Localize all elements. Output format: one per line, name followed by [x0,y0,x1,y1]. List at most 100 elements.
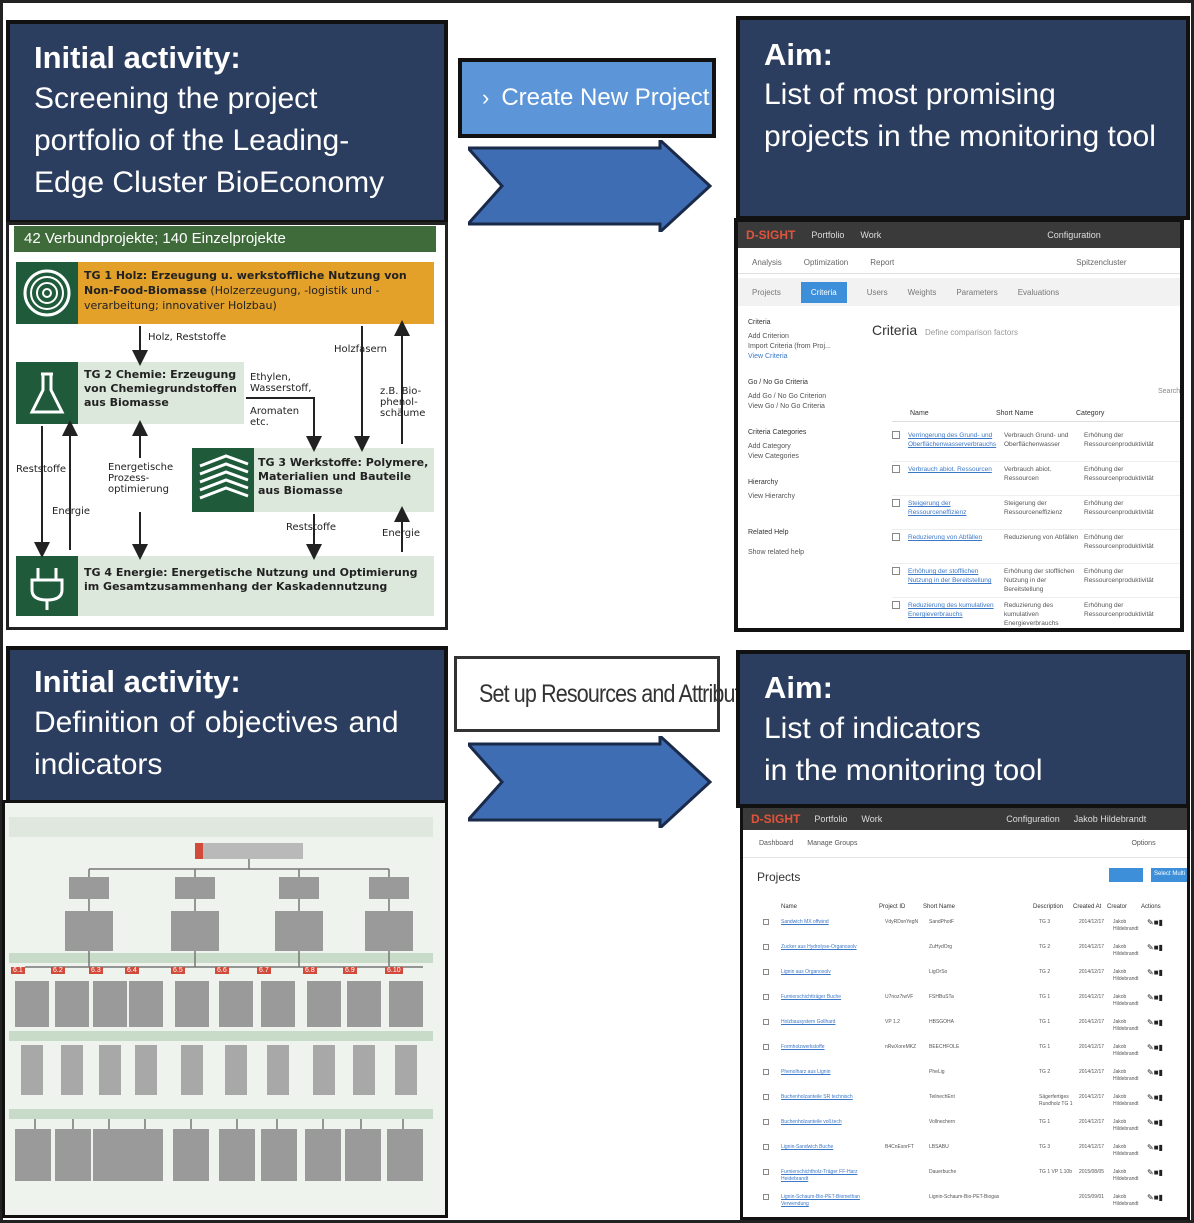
col-name-2[interactable]: Name [781,904,798,910]
criteria-name[interactable]: Reduzierung von Abfällen [908,534,983,541]
menu-configuration-2[interactable]: Configuration [1006,814,1060,824]
row-actions-icon[interactable]: ✎■▮ [1147,1043,1163,1052]
step-parameters[interactable]: Parameters [956,287,998,297]
col-project-id[interactable]: Project ID [879,904,906,910]
subnav-manage-groups[interactable]: Manage Groups [807,840,858,847]
row-actions-icon[interactable]: ✎■▮ [1147,968,1163,977]
row-actions-icon[interactable]: ✎■▮ [1147,1143,1163,1152]
step-weights[interactable]: Weights [907,287,937,297]
subnav-analysis[interactable]: Analysis [752,258,782,267]
col-created[interactable]: Created At [1073,904,1102,910]
col-category[interactable]: Category [1076,410,1105,417]
row-checkbox[interactable] [892,431,900,439]
sidebar-link[interactable]: View Go / No Go Criteria [748,403,825,410]
row-actions-icon[interactable]: ✎■▮ [1147,918,1163,927]
menu-portfolio-2[interactable]: Portfolio [814,814,848,824]
col-actions[interactable]: Actions [1141,904,1161,910]
step-evaluations[interactable]: Evaluations [1017,287,1060,297]
sidebar-link[interactable]: Add Criterion [748,333,789,340]
project-name[interactable]: Furnierschichtträger Buche [781,994,842,1000]
sidebar-link[interactable]: View Hierarchy [748,493,795,500]
col-name[interactable]: Name [910,410,929,417]
row-checkbox[interactable] [763,1094,769,1100]
col-description[interactable]: Description [1033,904,1064,910]
sidebar-link[interactable]: View Categories [748,453,799,460]
criteria-name[interactable]: Erhöhung der stofflichen Nutzung in der … [908,568,992,584]
project-row[interactable]: Furnierschichtholz-Träger FF-Harz Heideb… [763,1166,1187,1191]
row-checkbox[interactable] [763,1069,769,1075]
criteria-name[interactable]: Reduzierung des kumulativen Energieverbr… [908,602,994,618]
subnav-optimization[interactable]: Optimization [803,258,849,267]
row-checkbox[interactable] [892,601,900,609]
subnav-report[interactable]: Report [870,258,895,267]
row-checkbox[interactable] [763,1019,769,1025]
row-checkbox[interactable] [892,499,900,507]
subnav-spitzencluster[interactable]: Spitzencluster [1076,258,1127,267]
sidebar-link[interactable]: Add Category [748,443,791,450]
criteria-name[interactable]: Verbrauch abiot. Ressourcen [908,466,992,473]
create-new-project-button[interactable]: › Create New Project [458,58,716,138]
set-up-resources-button[interactable]: Set up Resources and Attributes [454,656,762,732]
row-actions-icon[interactable]: ✎■▮ [1147,993,1163,1002]
menu-configuration[interactable]: Configuration [1047,230,1101,240]
criteria-name[interactable]: Verringerung des Grund- und Oberflächenw… [908,432,997,448]
project-name[interactable]: Phenolharz aus Lignin [781,1069,831,1075]
criteria-name[interactable]: Steigerung der Ressourceneffizienz [908,500,967,516]
menu-work[interactable]: Work [860,230,882,240]
col-short-name[interactable]: Short Name [923,904,956,910]
row-checkbox[interactable] [763,1044,769,1050]
row-actions-icon[interactable]: ✎■▮ [1147,1018,1163,1027]
row-actions-icon[interactable]: ✎■▮ [1147,1193,1163,1202]
project-name[interactable]: Zucker aus Hydrolyse-Organosolv [781,944,857,950]
row-checkbox[interactable] [763,994,769,1000]
project-name[interactable]: Lignin aus Organosolv [781,969,831,975]
row-checkbox[interactable] [763,1119,769,1125]
step-users[interactable]: Users [866,287,888,297]
sidebar-link[interactable]: View Criteria [748,353,788,360]
row-checkbox[interactable] [892,533,900,541]
row-actions-icon[interactable]: ✎■▮ [1147,943,1163,952]
row-actions-icon[interactable]: ✎■▮ [1147,1118,1163,1127]
menu-user[interactable]: Jakob Hildebrandt [1073,814,1147,824]
col-short[interactable]: Short Name [996,410,1034,417]
project-name[interactable]: Furnierschichtholz-Träger FF-Harz Heideb… [781,1169,858,1182]
project-name[interactable]: Buchenholzanteile SR technisch [781,1094,853,1100]
project-row[interactable]: Lignin-Schaum-Bio-PET-Biomethan Verwendu… [763,1191,1187,1216]
project-name[interactable]: Formholzwerkstoffe [781,1044,825,1050]
row-checkbox[interactable] [763,1144,769,1150]
criteria-row[interactable]: Erhöhung der stofflichen Nutzung in der … [892,564,1180,598]
menu-work-2[interactable]: Work [861,814,883,824]
row-checkbox[interactable] [763,919,769,925]
subnav-options[interactable]: Options [1131,840,1156,847]
row-checkbox[interactable] [763,1194,769,1200]
criteria-row[interactable]: Reduzierung des kumulativen Energieverbr… [892,598,1180,628]
row-actions-icon[interactable]: ✎■▮ [1147,1093,1163,1102]
project-name[interactable]: Buchenholzanteile voll.tech [781,1119,842,1125]
sidebar-link[interactable]: Import Criteria (from Proj... [748,343,831,350]
row-checkbox[interactable] [763,944,769,950]
row-checkbox[interactable] [763,969,769,975]
project-name[interactable]: Lignin-Schaum-Bio-PET-Biomethan Verwendu… [781,1194,860,1207]
project-name[interactable]: Sandwich MX offwind [781,919,829,925]
row-actions-icon[interactable]: ✎■▮ [1147,1068,1163,1077]
view-toggle[interactable] [1109,868,1143,882]
project-name[interactable]: Holzbausystem Gollhard [781,1019,836,1025]
project-name[interactable]: Lignin-Sandwich Buche [781,1144,834,1150]
criteria-row[interactable]: Verringerung des Grund- und Oberflächenw… [892,428,1180,462]
sidebar-link[interactable]: Add Go / No Go Criterion [748,393,827,400]
step-criteria[interactable]: Criteria [800,281,847,303]
sidebar-link[interactable]: Show related help [748,549,805,556]
menu-portfolio[interactable]: Portfolio [811,230,845,240]
step-projects[interactable]: Projects [752,287,781,297]
